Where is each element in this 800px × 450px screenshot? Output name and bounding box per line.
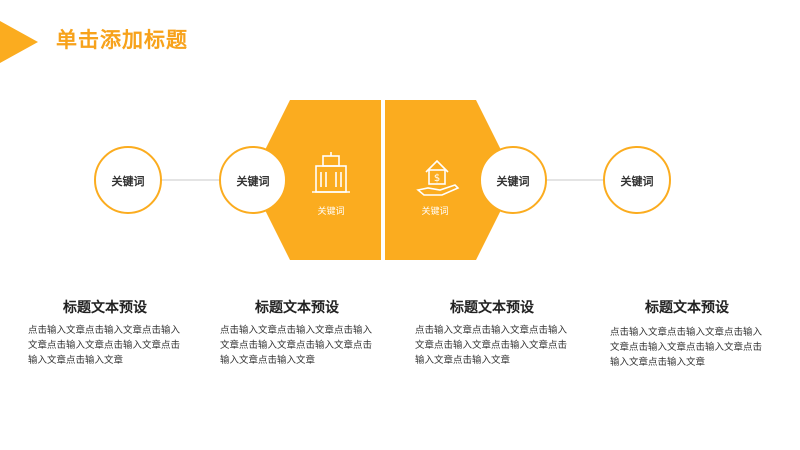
column-text-2[interactable]: 点击输入文章点击输入文章点击输入文章点击输入文章点击输入文章点击输入文章点击输入… <box>220 325 373 366</box>
column-text-1[interactable]: 点击输入文章点击输入文章点击输入文章点击输入文章点击输入文章点击输入文章点击输入… <box>28 325 181 366</box>
building-icon <box>312 152 350 193</box>
column-title-1[interactable]: 标题文本预设 <box>63 300 147 316</box>
hexagon-right-label: 关键词 <box>421 207 449 217</box>
slide-title[interactable]: 单击添加标题 <box>56 28 188 52</box>
keyword-label-3: 关键词 <box>496 175 530 188</box>
column-title-3[interactable]: 标题文本预设 <box>450 300 534 316</box>
column-title-2[interactable]: 标题文本预设 <box>255 300 339 316</box>
keyword-label-4: 关键词 <box>620 175 654 188</box>
corner-accent-triangle <box>0 21 38 63</box>
hexagon-right <box>385 100 516 260</box>
keyword-circle-2 <box>219 146 287 214</box>
money-house-hand-icon: $ <box>416 159 460 196</box>
column-text-3[interactable]: 点击输入文章点击输入文章点击输入文章点击输入文章点击输入文章点击输入文章点击输入… <box>415 325 568 366</box>
keyword-circle-4 <box>603 146 671 214</box>
keyword-circle-3 <box>479 146 547 214</box>
hexagon-left-label: 关键词 <box>317 207 345 217</box>
keyword-label-1: 关键词 <box>111 175 145 188</box>
column-text-4[interactable]: 点击输入文章点击输入文章点击输入文章点击输入文章点击输入文章点击输入文章点击输入… <box>610 327 763 368</box>
svg-text:$: $ <box>434 173 440 184</box>
column-title-4[interactable]: 标题文本预设 <box>645 300 729 316</box>
keyword-label-2: 关键词 <box>236 175 270 188</box>
keyword-circle-1 <box>94 146 162 214</box>
